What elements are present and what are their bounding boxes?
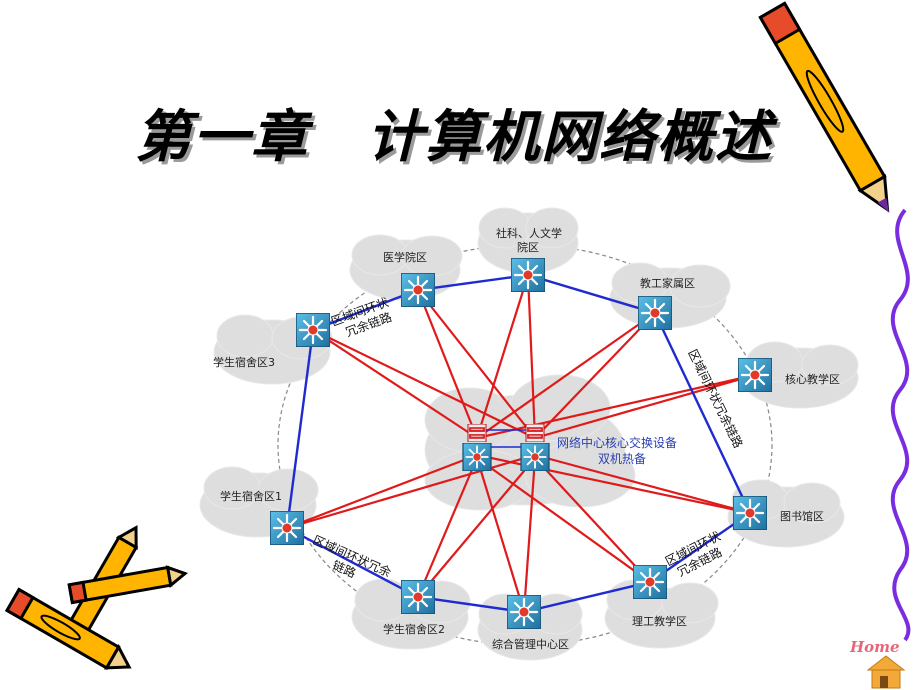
switch-dorm3	[296, 313, 330, 347]
label-admin: 综合管理中心区	[492, 637, 569, 651]
label-core-teaching: 核心教学区	[785, 372, 840, 386]
core-router-left	[467, 424, 487, 442]
switch-core-teaching	[738, 358, 772, 392]
core-links	[286, 274, 756, 613]
cloud-science	[604, 579, 719, 649]
core-switch-right	[520, 443, 550, 471]
cloud-social	[477, 207, 579, 274]
cloud-admin	[477, 593, 583, 661]
label-dorm3: 学生宿舍区3	[213, 355, 275, 369]
switch-library	[733, 496, 767, 530]
home-icon	[866, 655, 906, 671]
label-science: 理工教学区	[632, 614, 687, 628]
switch-admin	[507, 595, 541, 629]
label-dorm1: 学生宿舍区1	[220, 489, 282, 503]
switch-science	[633, 565, 667, 599]
label-library: 图书馆区	[780, 509, 824, 523]
home-label[interactable]: Home	[849, 638, 900, 656]
label-teacher-home: 教工家属区	[640, 276, 695, 290]
decorative-wavy-line	[890, 208, 911, 642]
core-switch-left	[462, 443, 492, 471]
home-button[interactable]: Home	[849, 638, 906, 689]
label-dorm2: 学生宿舍区2	[383, 622, 445, 636]
label-social-1: 社科、人文学	[496, 226, 562, 240]
slide-title: 第一章 计算机网络概述	[135, 105, 773, 170]
label-social-2: 院区	[517, 240, 539, 254]
core-label-1: 网络中心核心交换设备	[557, 435, 677, 450]
switch-teacher-home	[638, 296, 672, 330]
core-router-right	[525, 424, 545, 442]
pencil-icon-bottom-left-3	[4, 587, 132, 670]
switch-medical	[401, 273, 435, 307]
core-label-2: 双机热备	[598, 452, 646, 466]
pencil-icon-top-right	[758, 1, 890, 213]
switch-social	[511, 258, 545, 292]
pencil-icon-bottom-left-2	[67, 565, 189, 605]
switch-dorm1	[270, 511, 304, 545]
region-clouds	[199, 207, 859, 661]
label-medical: 医学院区	[383, 250, 427, 264]
switch-dorm2	[401, 580, 435, 614]
